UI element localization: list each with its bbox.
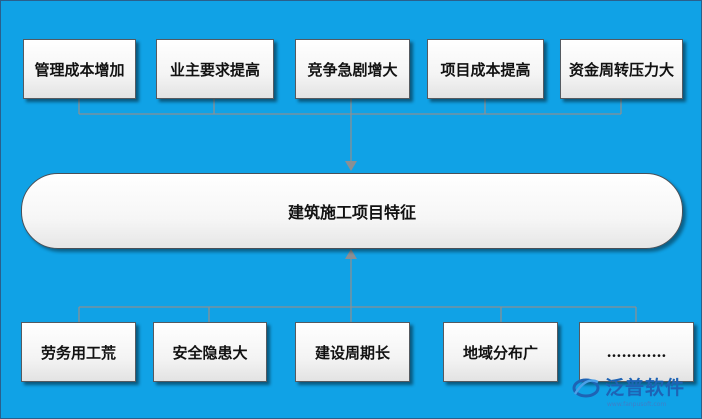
bottom-factor-4: 地域分布广: [443, 322, 558, 382]
watermark-logo: 泛普软件: [571, 373, 685, 400]
top-factor-4: 项目成本提高: [427, 39, 544, 99]
logo-swirl-icon: [572, 378, 600, 397]
bottom-factor-3: 建设周期长: [295, 322, 410, 382]
arrow-up-head: [345, 249, 357, 259]
top-factor-3: 竞争急剧增大: [295, 39, 410, 99]
bottom-factor-5: …………: [579, 322, 694, 382]
logo-brand-text: 泛普软件: [605, 377, 686, 399]
logo-url-text: www.fanpusoft.com: [607, 401, 667, 408]
center-topic: 建筑施工项目特征: [21, 173, 683, 249]
bottom-factor-2: 安全隐患大: [153, 322, 267, 382]
bottom-factor-1: 劳务用工荒: [21, 322, 136, 382]
top-factor-1: 管理成本增加: [23, 39, 136, 99]
arrow-down-head: [345, 161, 357, 171]
top-factor-2: 业主要求提高: [156, 39, 274, 99]
top-factor-5: 资金周转压力大: [560, 39, 683, 99]
